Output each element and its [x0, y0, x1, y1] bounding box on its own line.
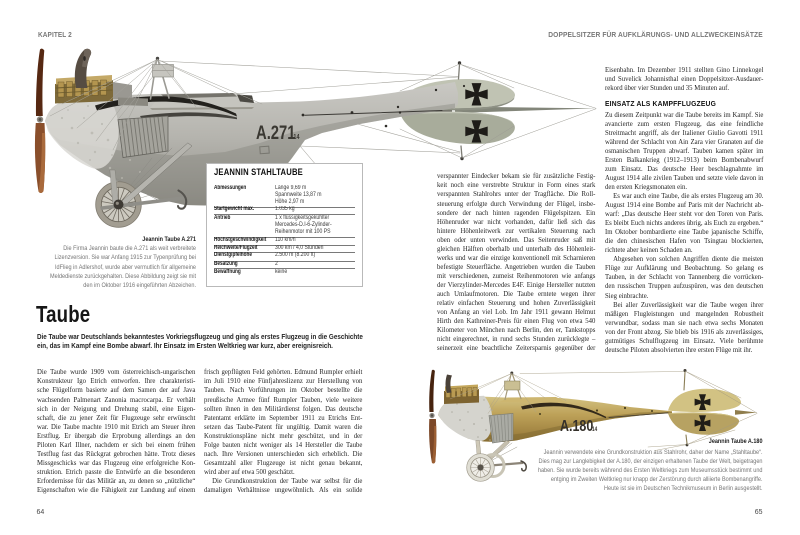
svg-text:A.180: A.180: [560, 418, 593, 436]
svg-text:A.271: A.271: [256, 122, 295, 143]
svg-text:14: 14: [293, 133, 300, 141]
svg-text:14: 14: [592, 427, 597, 434]
